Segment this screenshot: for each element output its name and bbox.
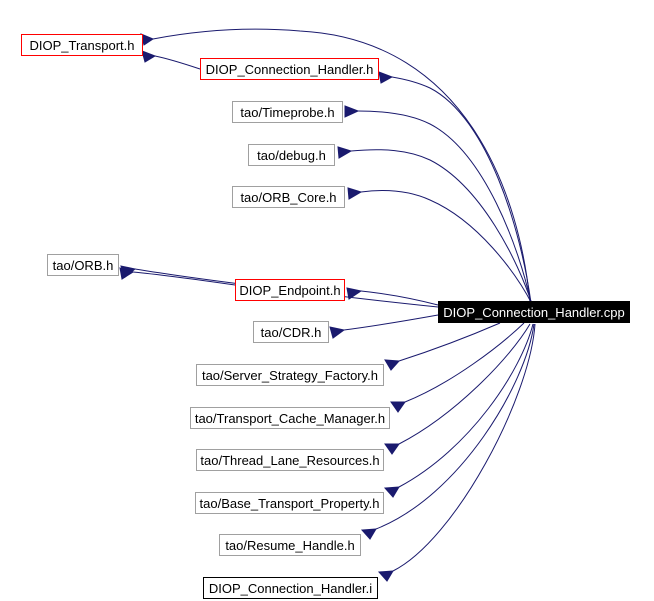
graph-node-tao-debug-h[interactable]: tao/debug.h	[248, 144, 335, 166]
graph-node-label: DIOP_Transport.h	[29, 37, 135, 53]
graph-node-label: DIOP_Connection_Handler.cpp	[443, 304, 625, 320]
graph-node-diop-connection-handler-h[interactable]: DIOP_Connection_Handler.h	[200, 58, 379, 80]
graph-edge-arrowhead	[360, 528, 377, 540]
graph-node-label: tao/Thread_Lane_Resources.h	[200, 452, 380, 468]
graph-node-label: tao/CDR.h	[260, 324, 322, 340]
graph-edge	[152, 28, 531, 303]
graph-node-tao-base-transport-property-h[interactable]: tao/Base_Transport_Property.h	[195, 492, 384, 514]
graph-node-label: tao/ORB.h	[52, 257, 114, 273]
graph-edge	[398, 323, 531, 445]
graph-node-tao-resume-handle-h[interactable]: tao/Resume_Handle.h	[219, 534, 361, 556]
graph-edge	[154, 55, 201, 70]
graph-edge	[360, 290, 439, 306]
graph-edge	[391, 76, 532, 304]
graph-edge-arrowhead	[346, 287, 363, 300]
graph-node-tao-transport-cache-manager-h[interactable]: tao/Transport_Cache_Manager.h	[190, 407, 390, 429]
graph-node-label: tao/Transport_Cache_Manager.h	[194, 410, 386, 426]
graph-edge	[375, 323, 535, 530]
graph-node-label: DIOP_Connection_Handler.i	[208, 580, 373, 596]
graph-node-tao-orb-core-h[interactable]: tao/ORB_Core.h	[232, 186, 345, 208]
graph-edge	[398, 323, 534, 488]
graph-node-diop-connection-handler-i[interactable]: DIOP_Connection_Handler.i	[203, 577, 378, 599]
graph-edge-arrowhead	[383, 486, 400, 498]
graph-edge	[132, 271, 236, 286]
graph-node-label: tao/Timeprobe.h	[240, 104, 335, 120]
graph-edge-arrowhead	[344, 105, 360, 118]
graph-edge-arrowhead	[329, 326, 346, 339]
graph-edge	[404, 322, 525, 403]
graph-node-tao-server-strategy-factory-h[interactable]: tao/Server_Strategy_Factory.h	[196, 364, 384, 386]
graph-node-tao-thread-lane-resources-h[interactable]: tao/Thread_Lane_Resources.h	[196, 449, 384, 471]
graph-edge-arrowhead	[337, 146, 353, 159]
graph-edge-arrowhead	[347, 187, 363, 200]
graph-edge	[360, 190, 533, 305]
graph-node-label: DIOP_Connection_Handler.h	[205, 61, 374, 77]
graph-edge-arrowhead	[390, 401, 406, 413]
graph-node-label: DIOP_Endpoint.h	[239, 282, 341, 298]
graph-node-diop-transport-h[interactable]: DIOP_Transport.h	[21, 34, 143, 56]
graph-edge	[357, 110, 532, 304]
graph-node-label: tao/Resume_Handle.h	[225, 537, 355, 553]
graph-node-diop-connection-handler-cpp[interactable]: DIOP_Connection_Handler.cpp	[438, 301, 630, 323]
graph-edge	[350, 149, 533, 305]
graph-node-label: tao/Server_Strategy_Factory.h	[201, 367, 379, 383]
graph-node-tao-timeprobe-h[interactable]: tao/Timeprobe.h	[232, 101, 343, 123]
graph-edge-arrowhead	[378, 71, 394, 84]
graph-node-tao-cdr-h[interactable]: tao/CDR.h	[253, 321, 329, 343]
graph-edge	[392, 323, 536, 572]
graph-edge-arrowhead	[384, 443, 400, 455]
graph-edge-arrowhead	[377, 570, 394, 582]
graph-edge-arrowhead	[384, 359, 401, 371]
graph-edge	[398, 322, 501, 362]
graph-edge-arrowhead	[119, 267, 135, 280]
graph-edge	[343, 314, 439, 331]
graph-node-label: tao/Base_Transport_Property.h	[199, 495, 380, 511]
graph-edge-arrowhead	[141, 50, 157, 63]
graph-node-label: tao/debug.h	[257, 147, 326, 163]
graph-node-label: tao/ORB_Core.h	[240, 189, 337, 205]
graph-node-tao-orb-h[interactable]: tao/ORB.h	[47, 254, 119, 276]
graph-node-diop-endpoint-h[interactable]: DIOP_Endpoint.h	[235, 279, 345, 301]
